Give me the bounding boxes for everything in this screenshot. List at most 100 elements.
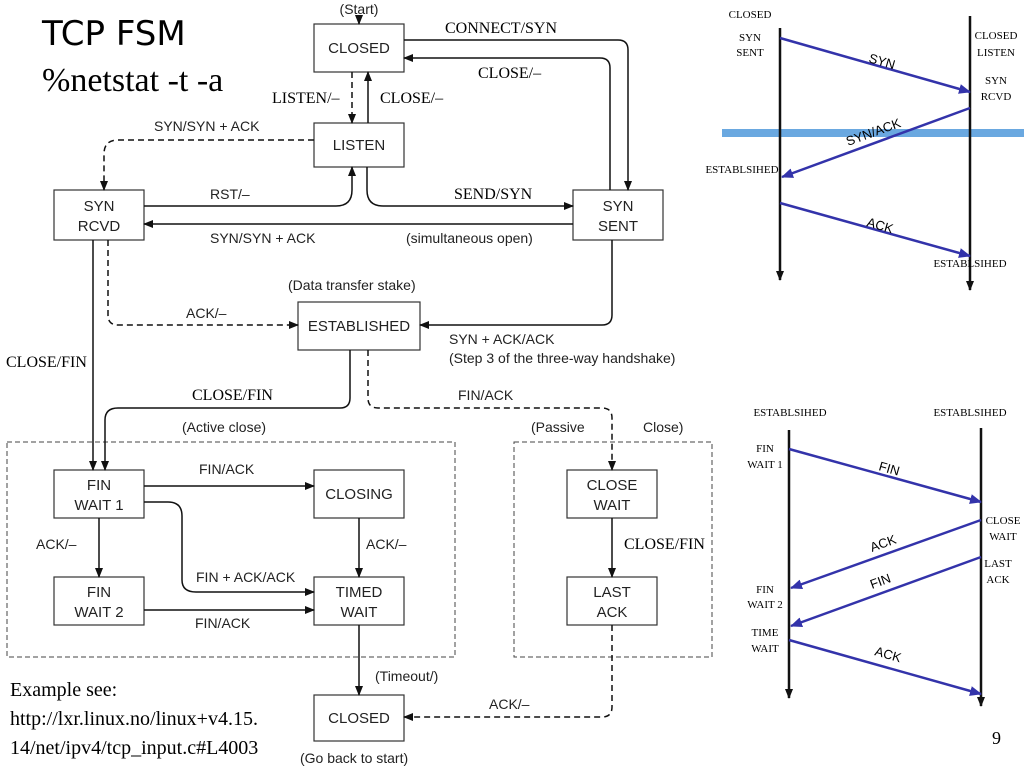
example-line-2: http://lxr.linux.no/linux+v4.15. [10, 708, 258, 730]
state-last-ack-line1: LAST [593, 584, 631, 601]
hs-server-rcvd: RCVD [981, 91, 1012, 103]
state-fin-wait2-box [53, 576, 145, 626]
state-established-box [297, 301, 421, 351]
slide-subtitle: %netstat -t -a [42, 62, 224, 99]
td-msg-fin: FIN [877, 458, 901, 478]
label-passive: (Passive [531, 419, 585, 435]
state-fin-wait2-line1: FIN [87, 584, 111, 601]
passive-close-group [513, 441, 713, 658]
label-ack-dash-2: ACK/– [36, 536, 77, 552]
label-data-transfer: (Data transfer stake) [288, 277, 416, 293]
state-fin-wait1-box [53, 469, 145, 519]
ack-closed-arrow [403, 625, 613, 721]
hs-server-listen: LISTEN [977, 47, 1015, 59]
ack-established-arrow [107, 240, 299, 329]
td-msg-fin2: FIN [868, 571, 893, 592]
state-close-wait-line1: CLOSE [587, 477, 638, 494]
fin-ack-ack-arrow [144, 501, 315, 596]
state-listen-box [313, 122, 405, 168]
teardown-ack2-arrow [788, 638, 982, 696]
state-timed-wait-line2: WAIT [341, 604, 378, 621]
td-right-wait: WAIT [989, 531, 1017, 543]
hs-msg-syn: SYN [867, 50, 897, 72]
label-syn-synack-2: SYN/SYN + ACK [210, 230, 316, 246]
state-syn-sent-line2: SENT [598, 218, 638, 235]
label-step3: (Step 3 of the three-way handshake) [449, 350, 675, 366]
label-close-mid: CLOSE/– [380, 90, 444, 107]
page-number: 9 [992, 728, 1001, 748]
label-rst: RST/– [210, 186, 250, 202]
state-closed-bottom: CLOSED [328, 710, 390, 727]
close-from-synsent-arrow [403, 54, 611, 190]
label-fin-ack-ack: FIN + ACK/ACK [196, 569, 296, 585]
synack-ack-arrow [419, 240, 613, 329]
active-close-group [6, 441, 456, 658]
label-send-syn: SEND/SYN [454, 186, 533, 203]
state-fin-wait2-line2: WAIT 2 [74, 604, 123, 621]
td-right-ack: ACK [986, 574, 1009, 586]
example-line-3: 14/net/ipv4/tcp_input.c#L4003 [10, 737, 259, 759]
hs-server-closed: CLOSED [975, 30, 1018, 42]
td-msg-ack2: ACK [873, 643, 903, 665]
example-reference: Example see: http://lxr.linux.no/linux+v… [10, 676, 258, 763]
teardown-ack-arrow [790, 518, 982, 590]
td-right-close: CLOSE [986, 515, 1021, 527]
label-simultaneous-open: (simultaneous open) [406, 230, 533, 246]
syn-synack-arrow [100, 139, 314, 191]
label-close-fin-left: CLOSE/FIN [6, 354, 87, 371]
state-timed-wait-box [313, 576, 405, 626]
td-left-fin2: FIN [756, 584, 774, 596]
handshake-syn-arrow [779, 36, 971, 94]
td-left-wait: WAIT [751, 643, 779, 655]
state-timed-wait-line1: TIMED [336, 584, 383, 601]
state-syn-rcvd-line2: RCVD [78, 218, 121, 235]
td-left-established: ESTABLSIHED [753, 407, 826, 419]
state-fin-wait1-line2: WAIT 1 [74, 497, 123, 514]
state-last-ack-box [566, 576, 658, 626]
label-ack-dash: ACK/– [186, 305, 227, 321]
label-fin-ack-passive: FIN/ACK [458, 387, 514, 403]
state-syn-sent-box [572, 189, 664, 241]
state-last-ack-line2: ACK [597, 604, 628, 621]
label-close-fin-right: CLOSE/FIN [624, 536, 705, 553]
state-syn-rcvd-box [53, 189, 145, 241]
state-fin-wait1-line1: FIN [87, 477, 111, 494]
rst-arrow [144, 166, 356, 207]
state-closed-bottom-box [313, 694, 405, 742]
label-ack-dash-4: ACK/– [489, 696, 530, 712]
state-listen: LISTEN [333, 137, 386, 154]
td-left-fin: FIN [756, 443, 774, 455]
close-fin-established-arrow [101, 350, 351, 471]
hs-client-closed: CLOSED [729, 9, 772, 21]
state-closing-box [313, 469, 405, 519]
td-right-last: LAST [984, 558, 1012, 570]
label-fin-ack-1: FIN/ACK [199, 461, 255, 477]
state-syn-sent-line1: SYN [603, 198, 634, 215]
label-close-fin-mid: CLOSE/FIN [192, 387, 273, 404]
hs-msg-ack: ACK [865, 214, 895, 236]
fin-ack-closewait-arrow [367, 350, 616, 471]
label-go-back: (Go back to start) [300, 750, 408, 766]
state-closing: CLOSING [325, 486, 393, 503]
slide-title: TCP FSM [42, 14, 186, 54]
label-close-paren: Close) [643, 419, 683, 435]
state-closed-top: CLOSED [328, 40, 390, 57]
example-line-1: Example see: [10, 679, 118, 701]
td-left-wait2: WAIT 2 [747, 599, 783, 611]
state-close-wait-box [566, 469, 658, 519]
handshake-ack-arrow [779, 201, 971, 258]
handshake-band [722, 129, 1024, 137]
start-label: (Start) [340, 1, 379, 17]
teardown-fin-arrow [788, 447, 982, 504]
hs-client-established: ESTABLSIHED [705, 164, 778, 176]
label-synack-ack: SYN + ACK/ACK [449, 331, 555, 347]
label-listen: LISTEN/– [272, 90, 341, 107]
td-left-time: TIME [752, 627, 779, 639]
td-right-established: ESTABLSIHED [933, 407, 1006, 419]
td-left-wait1: WAIT 1 [747, 459, 783, 471]
send-arrow [366, 167, 574, 210]
teardown-fin2-arrow [790, 555, 982, 628]
state-established: ESTABLISHED [308, 318, 410, 335]
